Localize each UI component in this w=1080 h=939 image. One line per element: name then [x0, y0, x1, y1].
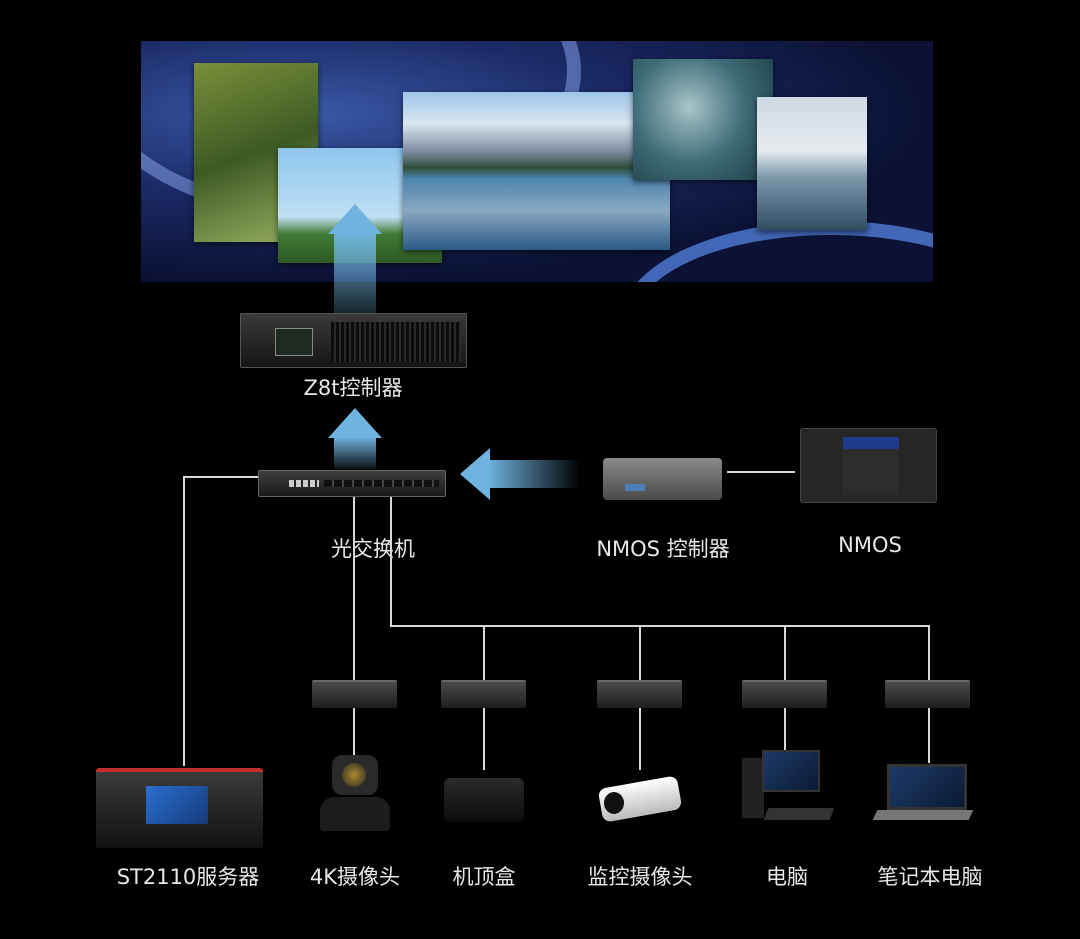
- nmos-controller-device: [603, 458, 722, 500]
- gateway-box: [312, 680, 397, 708]
- optical-switch-device: [258, 470, 446, 497]
- laptop-device: [872, 764, 974, 824]
- desktop-computer-device: [742, 750, 835, 830]
- connector-line: [928, 708, 930, 763]
- photo-boat: [757, 97, 867, 230]
- controller-label: Z8t控制器: [303, 376, 403, 400]
- nmos-label: NMOS: [838, 533, 902, 557]
- arrow-left-icon: [488, 460, 580, 488]
- device-label-laptop: 笔记本电脑: [877, 865, 983, 889]
- device-label-set-top-box: 机顶盒: [452, 865, 516, 889]
- connector-line: [483, 625, 485, 680]
- switch-label: 光交换机: [331, 537, 415, 561]
- z8t-controller-device: [240, 313, 467, 368]
- device-label-st2110-server: ST2110服务器: [116, 865, 260, 889]
- photo-mountain-lake: [403, 92, 670, 250]
- arrow-up-head-icon: [328, 408, 382, 438]
- connector-line: [183, 476, 258, 478]
- controller-vents: [331, 322, 461, 362]
- arrow-up-icon: [334, 232, 376, 314]
- nmos-controller-label: NMOS 控制器: [596, 537, 730, 561]
- connector-line: [639, 625, 641, 680]
- device-label-surveillance-camera: 监控摄像头: [587, 865, 693, 889]
- set-top-box-device: [444, 778, 524, 822]
- arrow-up-head-icon: [328, 204, 382, 234]
- connector-line: [784, 625, 786, 680]
- arrow-up-icon: [334, 437, 376, 469]
- tablet-screen: [843, 437, 899, 495]
- gateway-box: [885, 680, 970, 708]
- controller-screen: [275, 328, 313, 356]
- usb-ports: [625, 484, 645, 491]
- 4k-camera-device: [312, 755, 397, 833]
- connector-line: [353, 708, 355, 758]
- video-wall: [141, 41, 933, 282]
- gateway-box: [597, 680, 682, 708]
- connector-line: [928, 625, 930, 680]
- connector-line: [784, 708, 786, 750]
- nmos-tablet-device: [800, 428, 937, 503]
- connector-line: [639, 708, 641, 770]
- photo-butterfly: [633, 59, 773, 180]
- switch-ports: [289, 480, 319, 487]
- surveillance-camera-device: [597, 770, 692, 823]
- connector-line: [353, 497, 355, 680]
- st2110-server-device: [96, 768, 263, 848]
- connector-line: [390, 625, 930, 627]
- gateway-box: [441, 680, 526, 708]
- gateway-box: [742, 680, 827, 708]
- server-screen: [146, 786, 208, 824]
- switch-sfp-ports: [324, 480, 439, 487]
- device-label-4k-camera: 4K摄像头: [309, 865, 401, 889]
- connector-line: [183, 476, 185, 766]
- connector-line: [483, 708, 485, 770]
- arrow-left-head-icon: [460, 448, 490, 500]
- connector-line: [727, 471, 795, 473]
- device-label-computer: 电脑: [766, 865, 808, 889]
- connector-line: [390, 497, 392, 625]
